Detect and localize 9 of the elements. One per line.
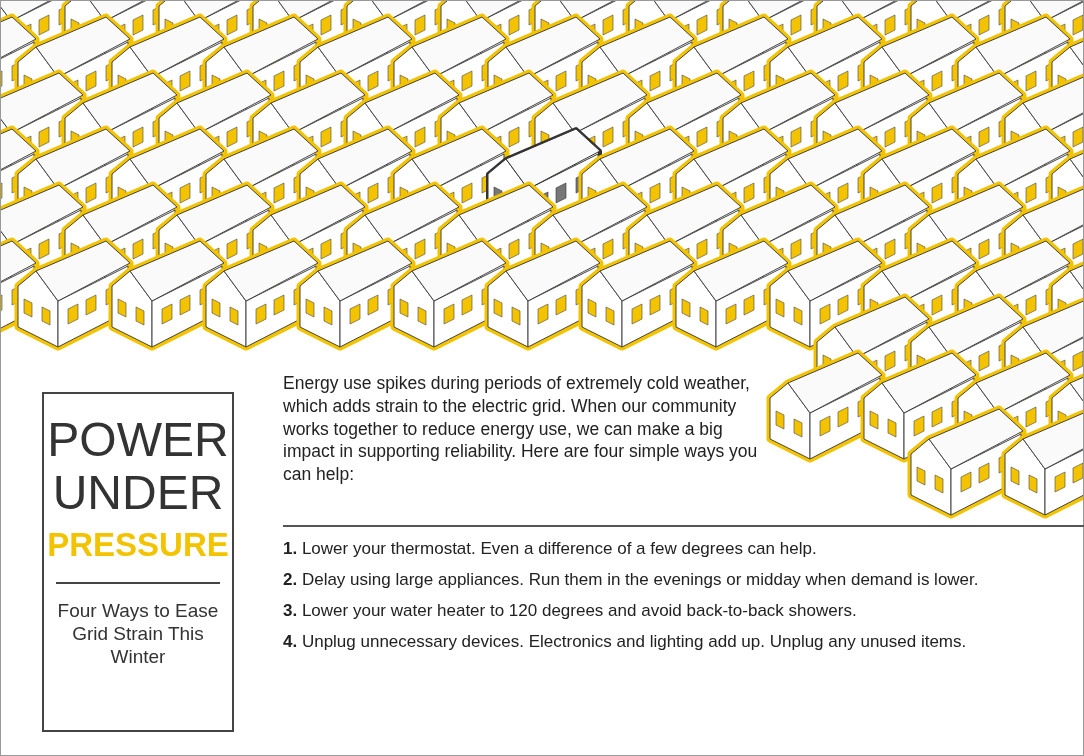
subtitle: Four Ways to Ease Grid Strain This Winter xyxy=(56,600,220,669)
tip-item: 3. Lower your water heater to 120 degrees and avoid back-to-back showers. xyxy=(283,600,858,623)
tip-item: 2. Delay using large appliances. Run them in the evenings or midday when demand is lower. xyxy=(283,569,980,592)
tip-item: 1. Lower your thermostat. Even a difference of a few degrees can help. xyxy=(283,538,818,560)
title-box xyxy=(42,392,234,732)
title-highlight: PRESSURE xyxy=(47,524,229,565)
title-text: POWER UNDER xyxy=(47,414,229,520)
intro-paragraph: Energy use spikes during periods of extremely cold weather, which adds strain to the electric grid. When our community works together to reduce energy use, we can make a big impact in supporting reliability. Here are four simple ways you can help: xyxy=(283,372,759,486)
tip-item: 4. Unplug unnecessary devices. Electronics and lighting add up. Unplug any unused items. xyxy=(283,631,968,654)
